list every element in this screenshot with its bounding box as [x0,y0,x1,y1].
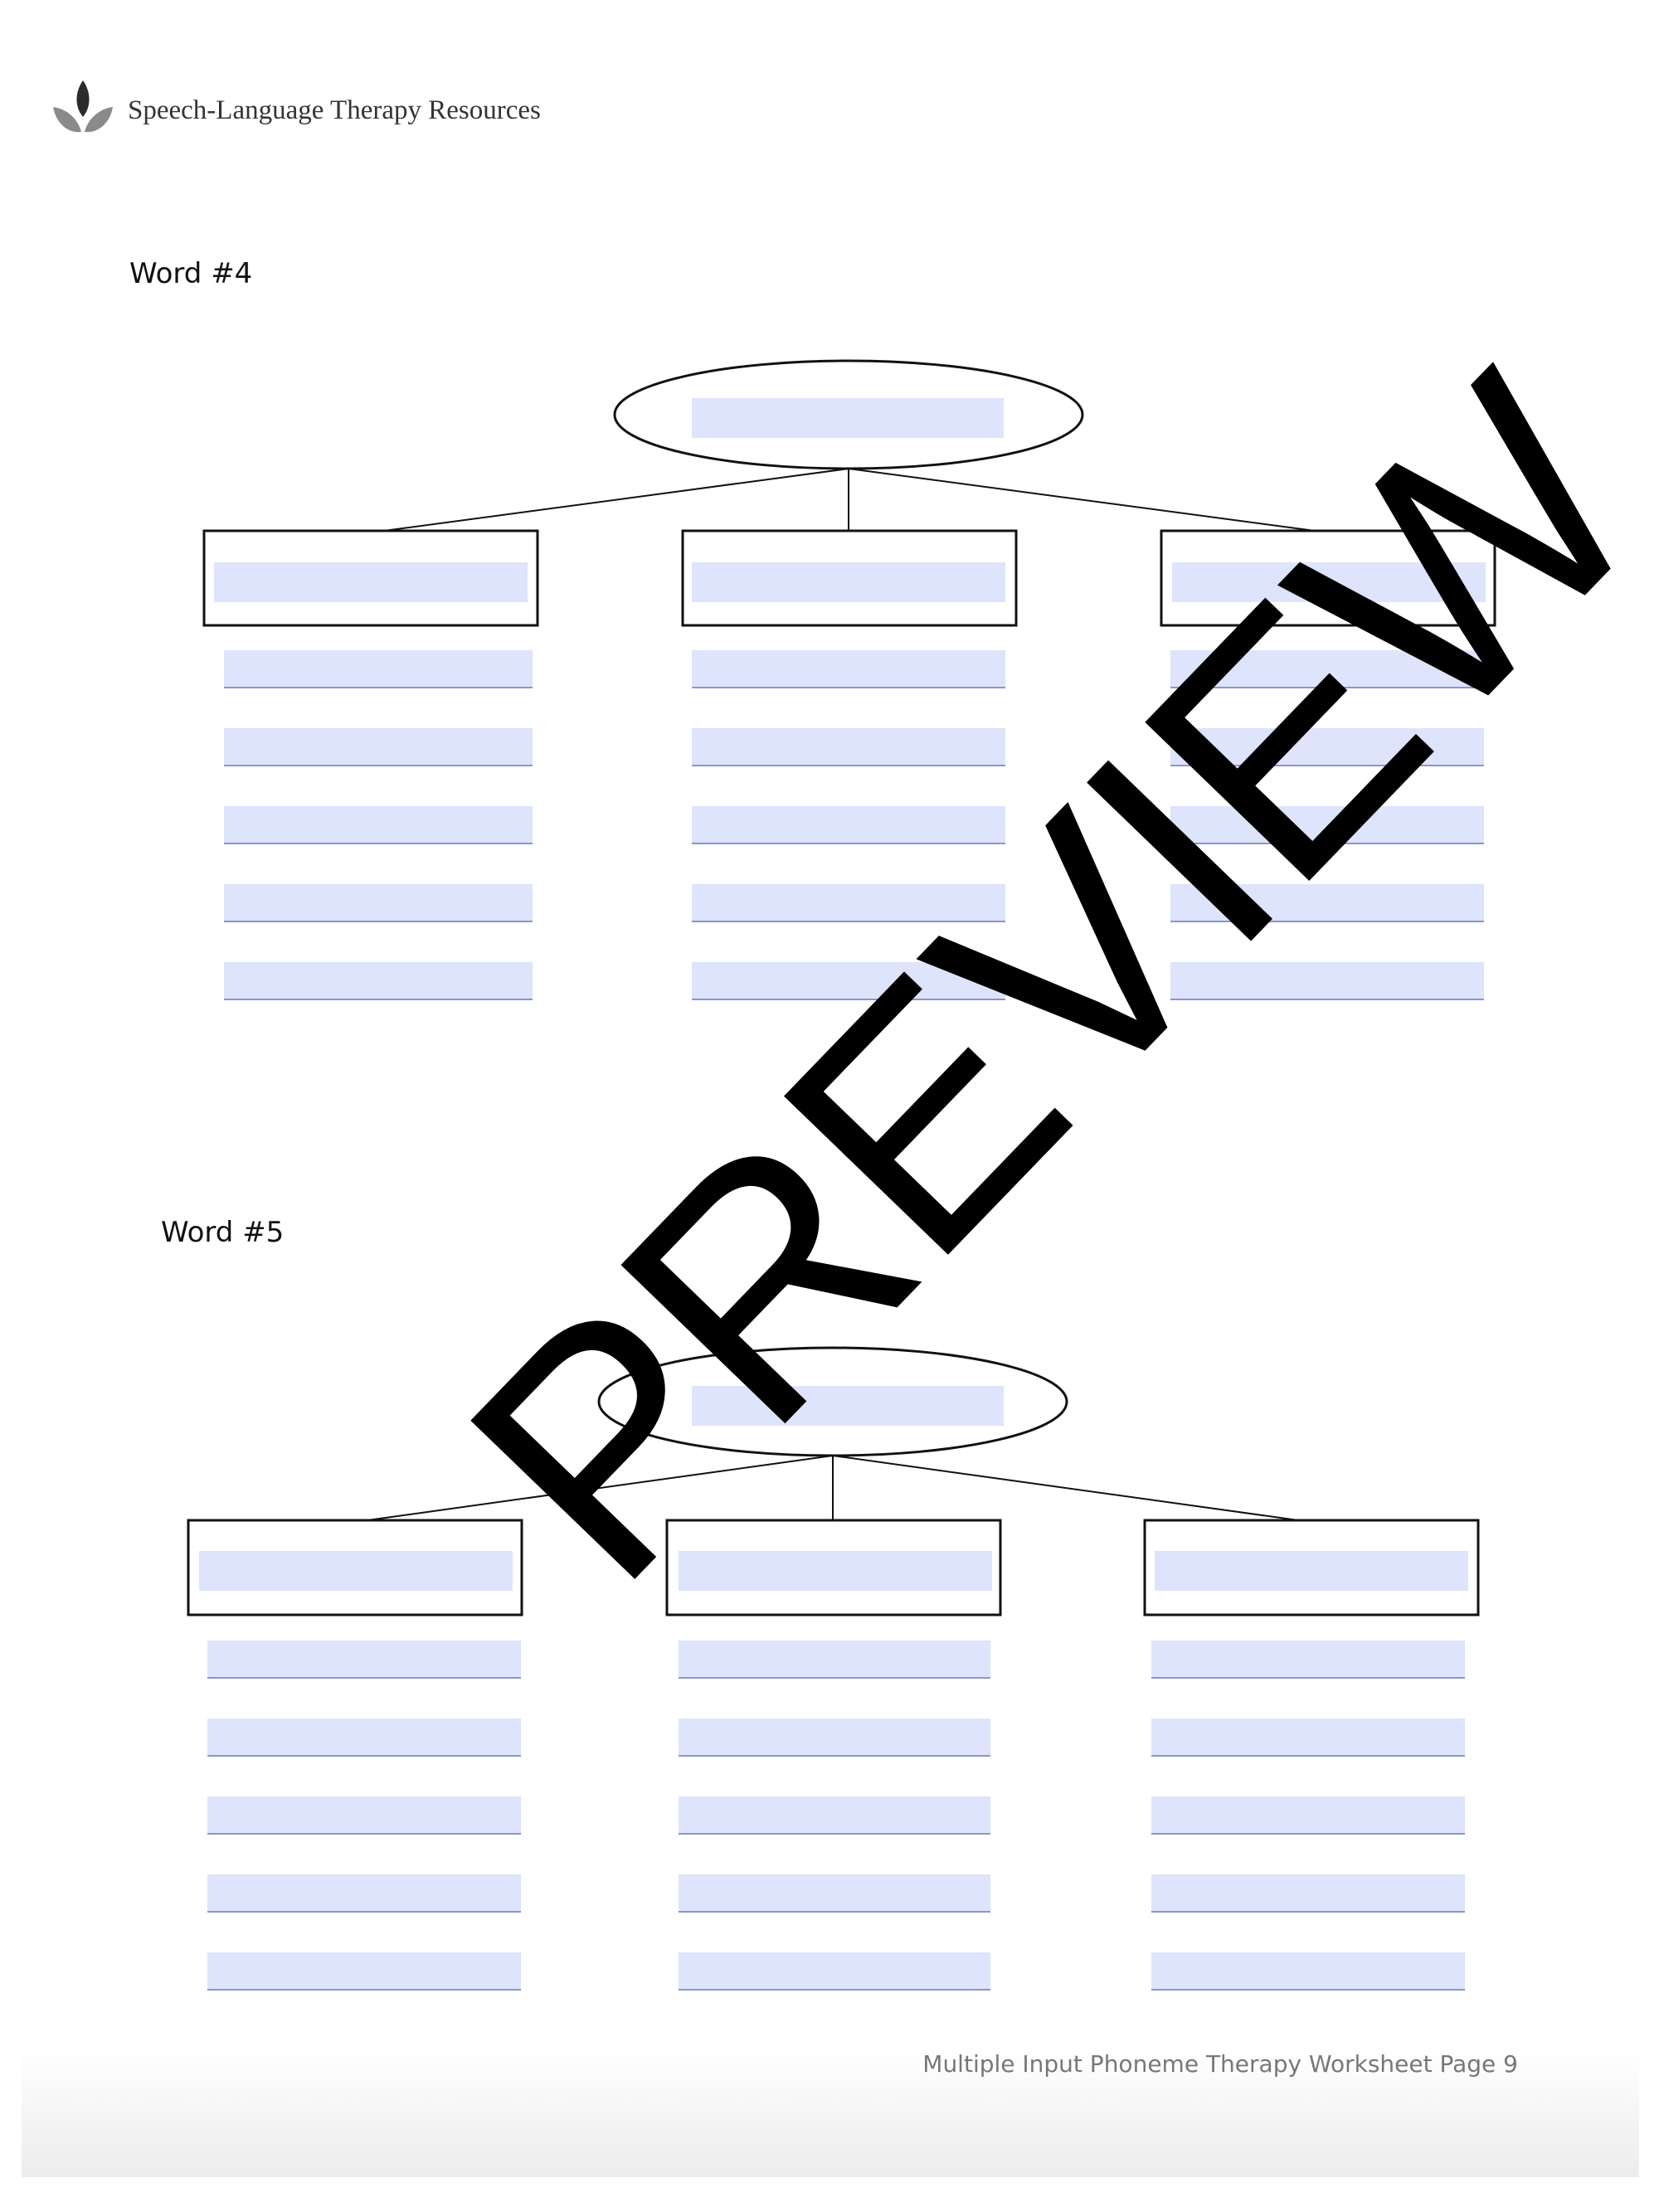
branch-item-field[interactable] [679,1952,990,1991]
branch-item-field[interactable] [1151,1874,1465,1913]
branch-item-field[interactable] [692,728,1005,766]
leaf-lotus-icon [53,80,113,133]
branch-item-field[interactable] [224,728,533,766]
section-label-word-5: Word #5 [161,1216,285,1249]
branch-item-field[interactable] [679,1796,990,1835]
branch-item-field[interactable] [1170,728,1484,766]
branch-item-field[interactable] [1151,1952,1465,1991]
branch-item-field[interactable] [679,1641,990,1679]
branch-item-field[interactable] [224,962,533,1000]
branch-item-field[interactable] [692,962,1005,1000]
root-word-field-4[interactable] [692,398,1004,438]
branch-item-field[interactable] [1151,1719,1465,1757]
branch-item-field[interactable] [207,1719,521,1757]
branch-item-field[interactable] [1170,884,1484,922]
root-word-field-5[interactable] [692,1386,1004,1426]
branch-heading-field[interactable] [679,1551,992,1591]
branch-item-field[interactable] [224,650,533,688]
branch-item-field[interactable] [1170,962,1484,1000]
branch-heading-field[interactable] [214,562,528,602]
branch-heading-field[interactable] [199,1551,513,1591]
branch-item-field[interactable] [207,1874,521,1913]
section-label-word-4: Word #4 [129,257,253,290]
branch-item-field[interactable] [692,650,1005,688]
branch-item-field[interactable] [692,806,1005,844]
branch-item-field[interactable] [207,1641,521,1679]
branch-heading-field[interactable] [1155,1551,1468,1591]
branch-item-field[interactable] [1151,1641,1465,1679]
branch-heading-field[interactable] [1172,562,1486,602]
page-bottom-shade [22,2049,1639,2177]
branch-item-field[interactable] [679,1719,990,1757]
branch-item-field[interactable] [692,884,1005,922]
branch-item-field[interactable] [224,806,533,844]
branch-item-field[interactable] [1170,806,1484,844]
brand-name: Speech-Language Therapy Resources [128,95,541,125]
branch-heading-field[interactable] [692,562,1005,602]
branch-item-field[interactable] [679,1874,990,1913]
branch-item-field[interactable] [1151,1796,1465,1835]
branch-item-field[interactable] [207,1796,521,1835]
page-footer: Multiple Input Phoneme Therapy Worksheet… [922,2050,1518,2078]
branch-item-field[interactable] [207,1952,521,1991]
branch-item-field[interactable] [1170,650,1484,688]
branch-item-field[interactable] [224,884,533,922]
